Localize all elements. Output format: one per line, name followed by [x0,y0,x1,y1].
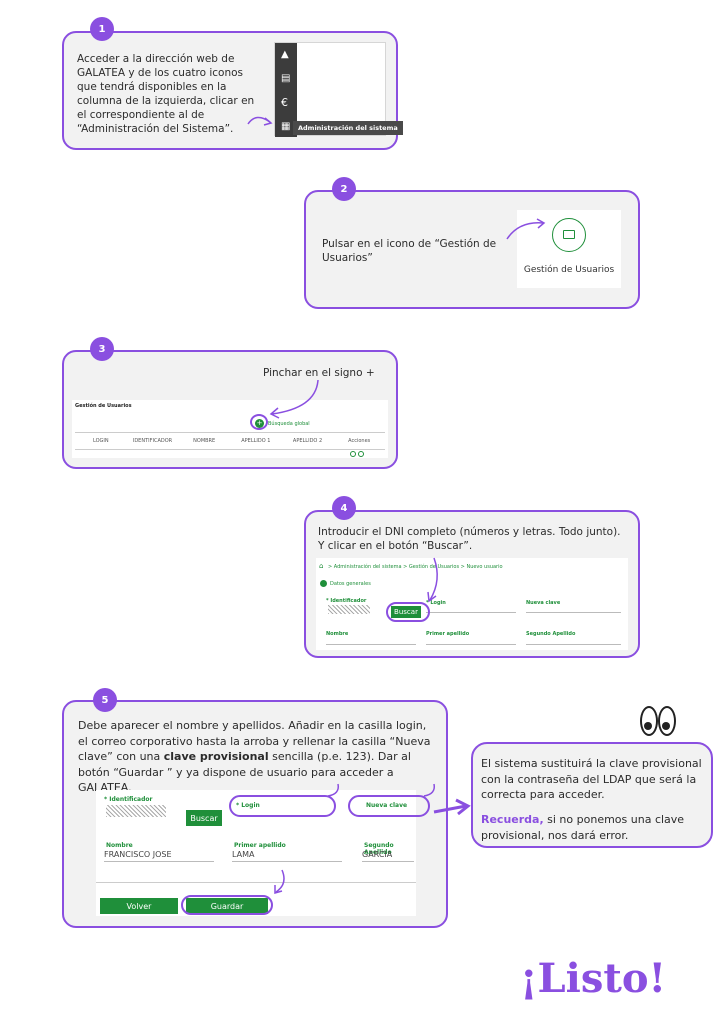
home-icon[interactable]: ⌂ [319,562,324,570]
step4-arrow [427,557,438,603]
graduation-cap-icon[interactable]: ▲ [281,49,289,60]
guardar-highlight [181,895,273,915]
segundo-input-5[interactable] [362,861,414,862]
dni-scribble-5 [106,805,166,817]
gestion-title: Gestión de Usuarios [75,403,132,409]
primer-label-5: Primer apellido [234,842,286,849]
step1-text: Acceder a la dirección web de GALATEA y … [77,53,255,135]
login-label-5: * Login [236,802,260,809]
step4-highlight [386,602,430,622]
edit-action-icon[interactable] [350,451,356,457]
step4-badge: 4 [332,496,356,520]
primer-input-5[interactable] [232,861,342,862]
step3-text: Pinchar en el signo + [263,367,375,379]
note-text1: El sistema sustituirá la clave provision… [481,757,702,801]
step5-badge: 5 [93,688,117,712]
guardar-arrow [274,869,285,894]
breadcrumb: > Administración del sistema > Gestión d… [328,564,503,570]
nueva-clave-label-5: Nueva clave [366,802,408,809]
dni-scribble [328,605,370,614]
segundo-label-5: Segundo Apellido [364,842,394,856]
login-highlight [229,795,336,817]
step1-screenshot: ▲ ▤ € ▦ Administración del sistema [274,42,403,137]
primer-apellido-label: Primer apellido [426,631,470,637]
right-eye [658,706,676,736]
login-label: * Login [426,600,446,606]
minus-icon[interactable] [320,580,327,587]
step3-screenshot: Gestión de Usuarios + Búsqueda global LO… [72,400,388,458]
left-eye [640,706,658,736]
step3-highlight [250,414,268,430]
eyes-icon [640,706,680,742]
login-input[interactable] [426,612,516,613]
document-icon[interactable]: ▤ [281,73,291,84]
admin-tooltip[interactable]: Administración del sistema [293,121,403,135]
col-nombre[interactable]: NOMBRE [193,438,216,444]
nueva-clave-arrow [423,783,436,797]
grid-icon[interactable]: ▦ [281,121,291,132]
primer-apellido-input[interactable] [426,644,516,645]
note-rest: si no ponemos una clave provisional, nos… [481,813,685,842]
gestion-usuarios-button[interactable] [552,218,586,252]
step2-screenshot: Gestión de Usuarios [517,210,621,288]
step3-badge: 3 [90,337,114,361]
segundo-apellido-label: Segundo Apellido [526,631,576,637]
identificador-label-5: * Identificador [104,796,153,803]
nueva-clave-label: Nueva clave [526,600,561,606]
primer-value[interactable]: LAMA [232,850,255,859]
login-arrow [327,783,340,797]
nombre-label: Nombre [326,631,349,637]
datos-generales: Datos generales [330,581,371,587]
step2-arrow [506,218,546,240]
busqueda-label[interactable]: Búsqueda global [268,421,310,427]
col-acciones: Acciones [348,438,371,444]
volver-button[interactable]: Volver [100,898,178,914]
col-identificador[interactable]: IDENTIFICADOR [132,438,173,444]
nueva-clave-highlight [348,795,430,817]
step2-text: Pulsar en el icono de “Gestión de Usuari… [322,238,497,264]
guardar-button[interactable]: Guardar [186,898,268,914]
nombre-input-5[interactable] [104,861,214,862]
identificador-label: * Identificador [326,598,367,604]
folder-icon [563,230,575,239]
col-login[interactable]: LOGIN [93,438,109,444]
form-divider [96,882,416,883]
nueva-clave-input[interactable] [526,612,621,613]
note-card [471,742,713,848]
delete-action-icon[interactable] [358,451,364,457]
step5-text-post: sencilla (p.e. 123). Dar al botón “Guard… [78,750,411,794]
nombre-input[interactable] [326,644,416,645]
step2-badge: 2 [332,177,356,201]
gestion-usuarios-label: Gestión de Usuarios [523,265,615,275]
left-icon-column [275,43,297,137]
step5-text-pre: Debe aparecer el nombre y apellidos. Aña… [78,719,431,763]
nombre-value[interactable]: FRANCISCO JOSE [104,850,172,859]
step5-text-bold: clave provisional [163,750,269,763]
col-apellido2[interactable]: APELLIDO 2 [292,438,323,444]
buscar-button-5[interactable]: Buscar [186,810,222,826]
nombre-label-5: Nombre [106,842,133,849]
step3-arrow [269,379,319,419]
listo-title: ¡Listo! [520,955,667,1002]
note-bold: Recuerda, [481,813,544,826]
col-apellido1[interactable]: APELLIDO 1 [241,438,271,444]
step1-badge: 1 [90,17,114,41]
table-header: LOGIN IDENTIFICADOR NOMBRE APELLIDO 1 AP… [75,432,385,450]
step4-screenshot: ⌂ > Administración del sistema > Gestión… [316,558,628,650]
link-arrow [433,798,471,816]
segundo-value[interactable]: GARCIA [362,850,393,859]
euro-icon[interactable]: € [281,96,288,109]
segundo-apellido-input[interactable] [526,644,621,645]
step5-text: Debe aparecer el nombre y apellidos. Aña… [78,718,438,796]
step1-arrow [247,116,273,126]
step4-text: Introducir el DNI completo (números y le… [318,526,621,552]
note-text2: Recuerda, si no ponemos una clave provis… [481,812,707,843]
